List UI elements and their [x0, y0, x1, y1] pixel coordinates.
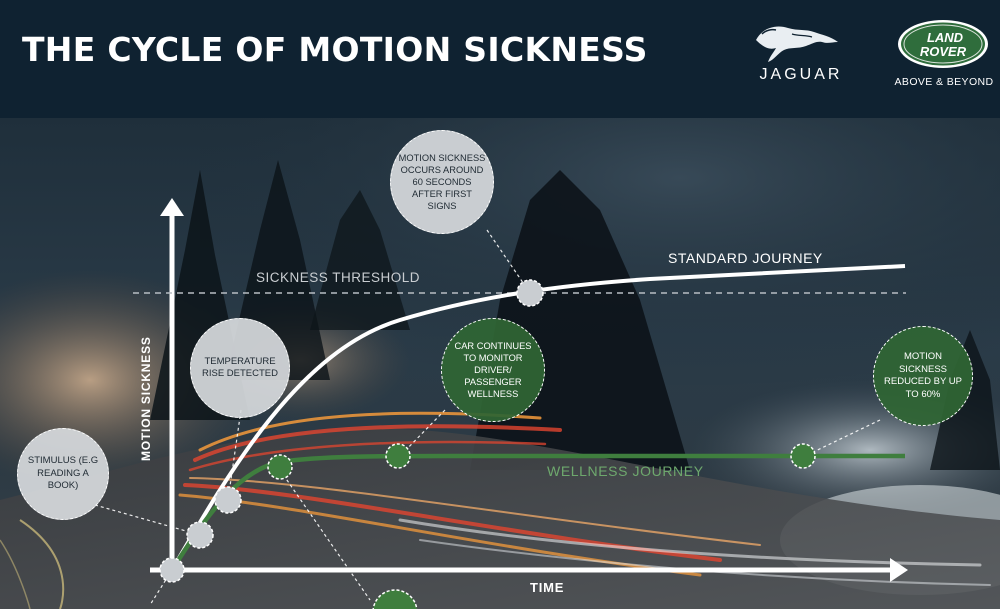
y-axis: [160, 198, 184, 570]
reduced-marker: [790, 443, 816, 469]
stimulus-marker: [186, 521, 214, 549]
callout-stimulus: STIMULUS (E.G READING A BOOK): [17, 428, 109, 520]
land-rover-tagline: ABOVE & BEYOND: [894, 76, 994, 88]
land-rover-badge-line1: LAND: [927, 30, 964, 45]
standard-journey-curve: [170, 264, 906, 572]
sickness-threshold-label: SICKNESS THRESHOLD: [256, 270, 421, 285]
callout-temperature-rise: TEMPERATURE RISE DETECTED: [190, 318, 290, 418]
callout-motion-sickness-occurs: MOTION SICKNESS OCCURS AROUND 60 SECONDS…: [390, 130, 494, 234]
callout-car-monitors-wellness: CAR CONTINUES TO MONITOR DRIVER/ PASSENG…: [441, 318, 545, 422]
standard-journey-label: STANDARD JOURNEY: [668, 250, 823, 266]
header-bar: THE CYCLE OF MOTION SICKNESS JAGUAR LAND…: [0, 0, 1000, 118]
road-edge-line: [19, 519, 65, 609]
land-rover-badge-line2: ROVER: [920, 44, 967, 59]
land-rover-badge-icon: LAND ROVER: [898, 20, 988, 68]
tree-silhouette-mid: [310, 190, 410, 330]
bottom-green-marker: [372, 589, 418, 609]
wellness-start-marker: [267, 454, 293, 480]
jaguar-logo-icon: [756, 26, 838, 62]
road-edge-line-2: [0, 539, 31, 609]
page-title: THE CYCLE OF MOTION SICKNESS: [22, 30, 648, 69]
threshold-marker: [516, 279, 544, 307]
x-axis-label: TIME: [530, 580, 565, 595]
x-axis: [150, 558, 908, 582]
jaguar-wordmark: JAGUAR: [759, 66, 843, 83]
origin-marker: [159, 557, 185, 583]
y-axis-label: MOTION SICKNESS: [139, 336, 153, 461]
monitor-marker: [385, 443, 411, 469]
wellness-journey-label: WELLNESS JOURNEY: [547, 463, 704, 479]
temperature-marker: [214, 486, 242, 514]
callout-sickness-reduced: MOTION SICKNESS REDUCED BY UP TO 60%: [873, 326, 973, 426]
